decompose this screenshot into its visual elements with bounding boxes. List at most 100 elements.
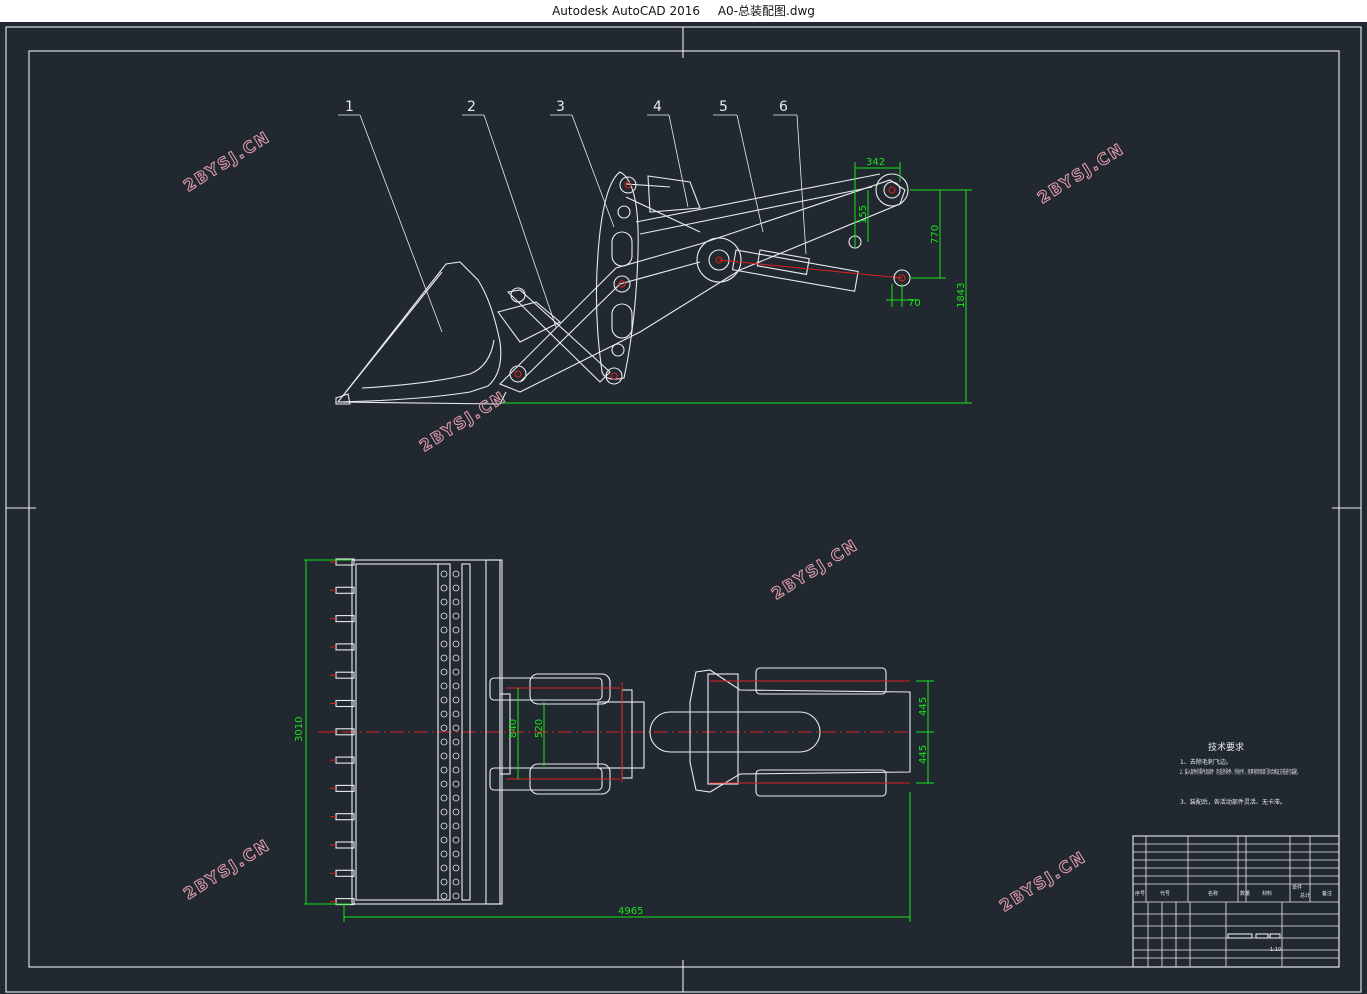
dim-70: 70 bbox=[908, 298, 921, 309]
tb-header-total: 总计 bbox=[1300, 892, 1310, 899]
tech-title: 技术要求 bbox=[1208, 741, 1244, 753]
bolt bbox=[440, 612, 448, 620]
title-block: 序号 代号 名称 数量 材料 单件 总计 备注 1:10 bbox=[1132, 835, 1340, 968]
bucket-tooth bbox=[335, 586, 355, 594]
dim-770: 770 bbox=[930, 225, 941, 244]
bolt bbox=[452, 850, 460, 858]
bolt bbox=[440, 808, 448, 816]
bolt bbox=[440, 738, 448, 746]
bolt bbox=[452, 570, 460, 578]
tech-item-2: 2、装入部件的零件及部件（包括外购件、外协件），须具有检验部门的合格证方能进行装… bbox=[1180, 768, 1300, 776]
bolt bbox=[452, 836, 460, 844]
bucket-tooth bbox=[335, 643, 355, 651]
tech-item-3: 3、装配后，各活动部件灵活、无卡滞。 bbox=[1180, 798, 1286, 806]
tb-header-code: 代号 bbox=[1160, 890, 1170, 897]
bolt bbox=[440, 836, 448, 844]
dim-342: 342 bbox=[866, 157, 885, 168]
bolt bbox=[452, 766, 460, 774]
bolt bbox=[440, 654, 448, 662]
bolt bbox=[440, 878, 448, 886]
bolt bbox=[452, 682, 460, 690]
dim-445-lower: 445 bbox=[918, 745, 929, 764]
bucket-tooth bbox=[335, 784, 355, 792]
tb-scale: 1:10 bbox=[1270, 947, 1281, 953]
drawing-svg[interactable]: 1 2 3 4 5 6 bbox=[0, 22, 1367, 994]
bolt bbox=[452, 626, 460, 634]
tb-header-seq: 序号 bbox=[1135, 890, 1145, 897]
bolt bbox=[452, 696, 460, 704]
side-view[interactable]: 1 2 3 4 5 6 bbox=[335, 99, 972, 405]
dim-445-upper: 445 bbox=[918, 697, 929, 716]
linkage[interactable] bbox=[497, 173, 881, 383]
tech-requirements: 技术要求 1、去除毛刺飞边。 2、装入部件的零件及部件（包括外购件、外协件），须… bbox=[1180, 741, 1300, 806]
bolt bbox=[440, 570, 448, 578]
rocker-plate[interactable] bbox=[595, 171, 639, 380]
dim-3010: 3010 bbox=[294, 717, 305, 742]
bucket-tooth bbox=[335, 869, 355, 877]
pins bbox=[509, 173, 909, 385]
watermark-5: 2BYSJ.CN bbox=[180, 835, 274, 903]
app-title: Autodesk AutoCAD 2016 bbox=[552, 4, 701, 18]
bolt bbox=[452, 808, 460, 816]
bolt bbox=[440, 696, 448, 704]
bolt bbox=[452, 654, 460, 662]
bolt bbox=[452, 612, 460, 620]
watermark-6: 2BYSJ.CN bbox=[996, 847, 1090, 915]
dim-4965: 4965 bbox=[618, 906, 643, 917]
bucket-tooth bbox=[335, 699, 355, 708]
bolt bbox=[452, 878, 460, 886]
drawing-canvas[interactable]: 1 2 3 4 5 6 bbox=[0, 22, 1367, 994]
bolt bbox=[452, 598, 460, 606]
bucket-tooth bbox=[335, 813, 355, 821]
bucket-tooth bbox=[335, 615, 355, 623]
bolt bbox=[452, 752, 460, 760]
inner-frame bbox=[28, 50, 1340, 968]
bolt bbox=[452, 710, 460, 718]
bolt bbox=[440, 864, 448, 872]
bolt bbox=[440, 682, 448, 690]
bolt bbox=[440, 752, 448, 760]
tb-header-material: 材料 bbox=[1262, 890, 1272, 897]
part-label-5: 5 bbox=[719, 99, 728, 115]
side-dimensions bbox=[500, 162, 972, 404]
tb-header-qty: 数量 bbox=[1240, 890, 1250, 897]
watermarks: 2BYSJ.CN 2BYSJ.CN 2BYSJ.CN 2BYSJ.CN 2BYS… bbox=[180, 126, 1129, 915]
bucket-tooth bbox=[335, 841, 355, 849]
bolt bbox=[440, 780, 448, 788]
bolt bbox=[452, 892, 460, 900]
boom-arm[interactable] bbox=[499, 179, 906, 393]
bolt bbox=[440, 892, 448, 900]
part-leaders bbox=[338, 114, 807, 333]
bolt bbox=[440, 822, 448, 830]
bolt bbox=[440, 794, 448, 802]
bucket-bolts bbox=[440, 570, 460, 900]
bolt bbox=[452, 864, 460, 872]
bucket[interactable] bbox=[335, 261, 507, 405]
top-dimensions bbox=[304, 559, 934, 922]
boom-plan[interactable] bbox=[621, 667, 911, 797]
dim-520: 520 bbox=[534, 719, 545, 738]
bolt bbox=[452, 780, 460, 788]
bolt bbox=[440, 668, 448, 676]
bolt bbox=[440, 766, 448, 774]
dim-840: 840 bbox=[508, 719, 519, 738]
bolt bbox=[440, 850, 448, 858]
bolt bbox=[452, 738, 460, 746]
part-label-3: 3 bbox=[556, 99, 565, 115]
tb-block bbox=[1269, 933, 1281, 939]
top-view[interactable]: 3010 840 520 445 445 4965 bbox=[294, 558, 934, 922]
watermark-4: 2BYSJ.CN bbox=[768, 535, 862, 603]
part-label-4: 4 bbox=[653, 99, 662, 115]
tb-header-note: 备注 bbox=[1322, 890, 1332, 897]
tech-item-1: 1、去除毛刺飞边。 bbox=[1180, 758, 1232, 766]
bucket-tooth bbox=[335, 671, 355, 679]
watermark-2: 2BYSJ.CN bbox=[1034, 139, 1128, 207]
tb-block bbox=[1255, 933, 1269, 939]
bolt bbox=[440, 598, 448, 606]
bolt bbox=[452, 724, 460, 732]
part-label-6: 6 bbox=[779, 99, 788, 115]
bolt bbox=[440, 640, 448, 648]
bolt bbox=[452, 640, 460, 648]
bolt bbox=[452, 822, 460, 830]
dim-1843: 1843 bbox=[956, 283, 967, 308]
